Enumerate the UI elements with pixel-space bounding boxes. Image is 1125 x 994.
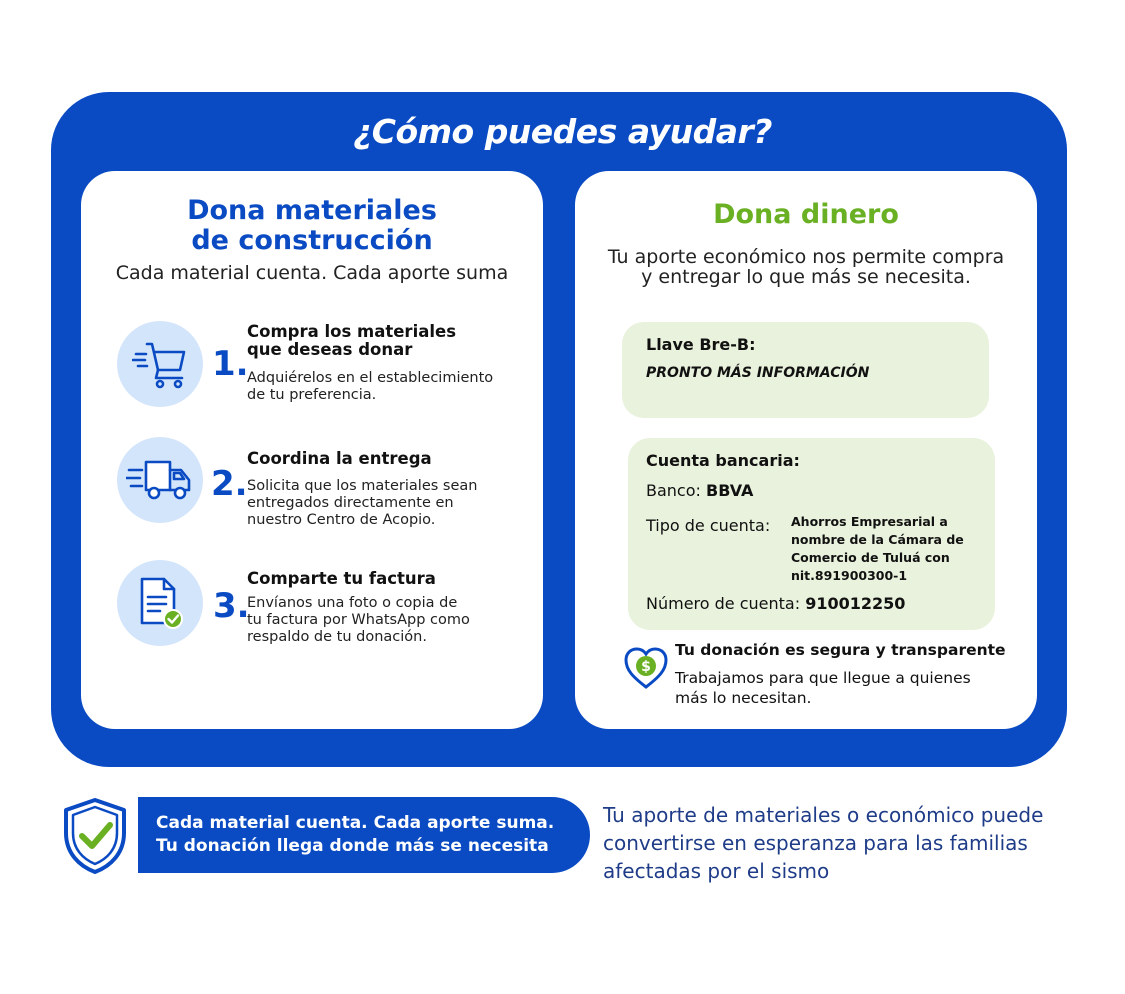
- tipo-cuenta-line1: Ahorros Empresarial a: [791, 514, 948, 529]
- materials-subtitle: Cada material cuenta. Cada aporte suma: [115, 262, 509, 284]
- money-subtitle-line2: y entregar lo que más se necesita.: [641, 266, 971, 288]
- money-subtitle: Tu aporte económico nos permite compra y…: [575, 247, 1037, 287]
- bank-label: Cuenta bancaria:: [646, 451, 800, 470]
- invoice-check-icon: [117, 560, 203, 646]
- money-subtitle-line1: Tu aporte económico nos permite compra: [607, 246, 1005, 268]
- step-desc-1-line1: Adquiérelos en el establecimiento: [247, 370, 494, 386]
- tipo-cuenta-line3: Comercio de Tuluá con: [791, 550, 950, 565]
- step-number-2: 2.: [211, 464, 248, 504]
- step-desc-2-line2: entregados directamente en: [247, 495, 454, 511]
- cart-icon: [117, 321, 203, 407]
- breb-box: [622, 322, 989, 418]
- account-number-label: Número de cuenta:: [646, 594, 801, 613]
- step-title-2: Coordina la entrega: [247, 449, 432, 468]
- bank-box: [628, 438, 995, 630]
- step-title-1: Compra los materiales que deseas donar: [247, 323, 456, 359]
- step-title-1-line2: que deseas donar: [247, 340, 413, 359]
- materials-title-line2: de construcción: [191, 225, 433, 256]
- account-number-row: Número de cuenta: 910012250: [646, 594, 905, 613]
- step-desc-3-line2: tu factura por WhatsApp como: [247, 612, 470, 628]
- step-title-1-line1: Compra los materiales: [247, 322, 457, 341]
- materials-title-line1: Dona materiales: [187, 195, 437, 226]
- step-number-3: 3.: [213, 586, 250, 626]
- shield-check-icon: [62, 797, 128, 880]
- footer-banner-line2: Tu donación llega donde más se necesita: [156, 836, 549, 856]
- tipo-cuenta-value: Ahorros Empresarial a nombre de la Cámar…: [791, 513, 964, 585]
- step-desc-1-line2: de tu preferencia.: [247, 387, 377, 403]
- tipo-cuenta-line4: nit.891900300-1: [791, 568, 908, 583]
- trust-desc-line1: Trabajamos para que llegue a quienes: [675, 669, 971, 687]
- footer-banner: [138, 797, 590, 873]
- breb-value: PRONTO MÁS INFORMACIÓN: [646, 365, 870, 381]
- page-title: ¿Cómo puedes ayudar?: [353, 112, 772, 151]
- step-desc-1: Adquiérelos en el establecimiento de tu …: [247, 370, 493, 404]
- footer-message: Tu aporte de materiales o económico pued…: [603, 801, 1103, 885]
- heart-money-icon: $: [623, 646, 669, 695]
- step-title-3: Comparte tu factura: [247, 569, 436, 588]
- step-number-1: 1.: [212, 344, 249, 384]
- footer-message-line3: afectadas por el sismo: [603, 859, 830, 883]
- footer-banner-line1: Cada material cuenta. Cada aporte suma.: [156, 813, 555, 833]
- step-desc-2-line3: nuestro Centro de Acopio.: [247, 512, 436, 528]
- truck-icon: [117, 437, 203, 523]
- footer-message-line2: convertirse en esperanza para las famili…: [603, 831, 1028, 855]
- svg-text:$: $: [641, 659, 651, 675]
- materials-title: Dona materiales de construcción: [81, 196, 543, 256]
- account-number-value: 910012250: [805, 594, 906, 613]
- trust-desc-line2: más lo necesitan.: [675, 689, 812, 707]
- banco-label: Banco:: [646, 481, 701, 500]
- tipo-cuenta-line2: nombre de la Cámara de: [791, 532, 964, 547]
- trust-desc: Trabajamos para que llegue a quienes más…: [675, 668, 971, 708]
- step-desc-3-line1: Envíanos una foto o copia de: [247, 595, 458, 611]
- money-title: Dona dinero: [713, 199, 899, 230]
- footer-banner-text: Cada material cuenta. Cada aporte suma. …: [156, 812, 586, 858]
- footer-message-line1: Tu aporte de materiales o económico pued…: [603, 803, 1044, 827]
- trust-title: Tu donación es segura y transparente: [675, 641, 1006, 659]
- step-desc-3-line3: respaldo de tu donación.: [247, 629, 427, 645]
- step-desc-2: Solicita que los materiales sean entrega…: [247, 478, 477, 529]
- tipo-cuenta-label: Tipo de cuenta:: [646, 516, 771, 535]
- step-desc-2-line1: Solicita que los materiales sean: [247, 478, 478, 494]
- step-desc-3: Envíanos una foto o copia de tu factura …: [247, 595, 470, 646]
- bank-name-row: Banco: BBVA: [646, 481, 753, 500]
- breb-label: Llave Bre-B:: [646, 335, 756, 354]
- banco-value: BBVA: [706, 481, 754, 500]
